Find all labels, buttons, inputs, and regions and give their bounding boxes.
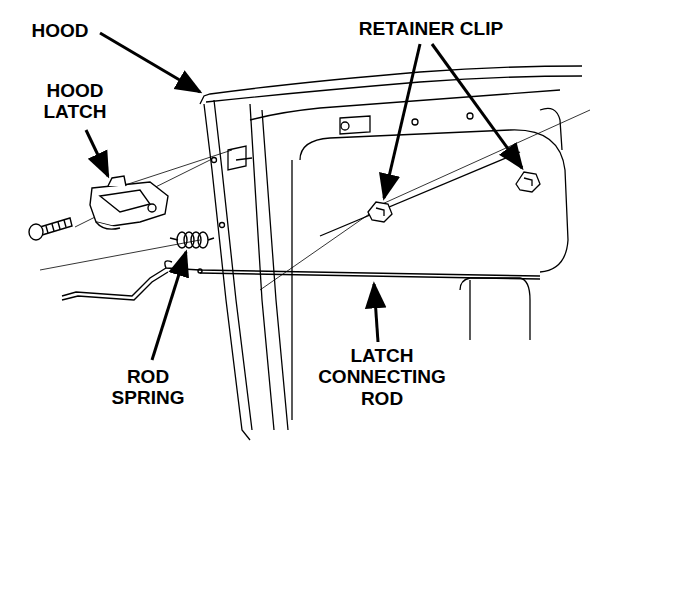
hood-panel bbox=[200, 66, 582, 440]
bolt bbox=[29, 218, 72, 240]
retainer-clip bbox=[368, 172, 540, 222]
connecting-rod bbox=[62, 261, 540, 300]
part-label: HOOD LATCH bbox=[30, 80, 120, 123]
part-label: LATCH CONNECTING ROD bbox=[302, 345, 462, 409]
part-label: ROD SPRING bbox=[98, 366, 198, 409]
alignment-line bbox=[40, 110, 590, 290]
leader-arrow bbox=[86, 33, 522, 360]
part-label: HOOD bbox=[15, 20, 105, 41]
rod-spring bbox=[170, 232, 214, 248]
hood-latch bbox=[90, 176, 168, 229]
part-label: RETAINER CLIP bbox=[331, 18, 531, 39]
